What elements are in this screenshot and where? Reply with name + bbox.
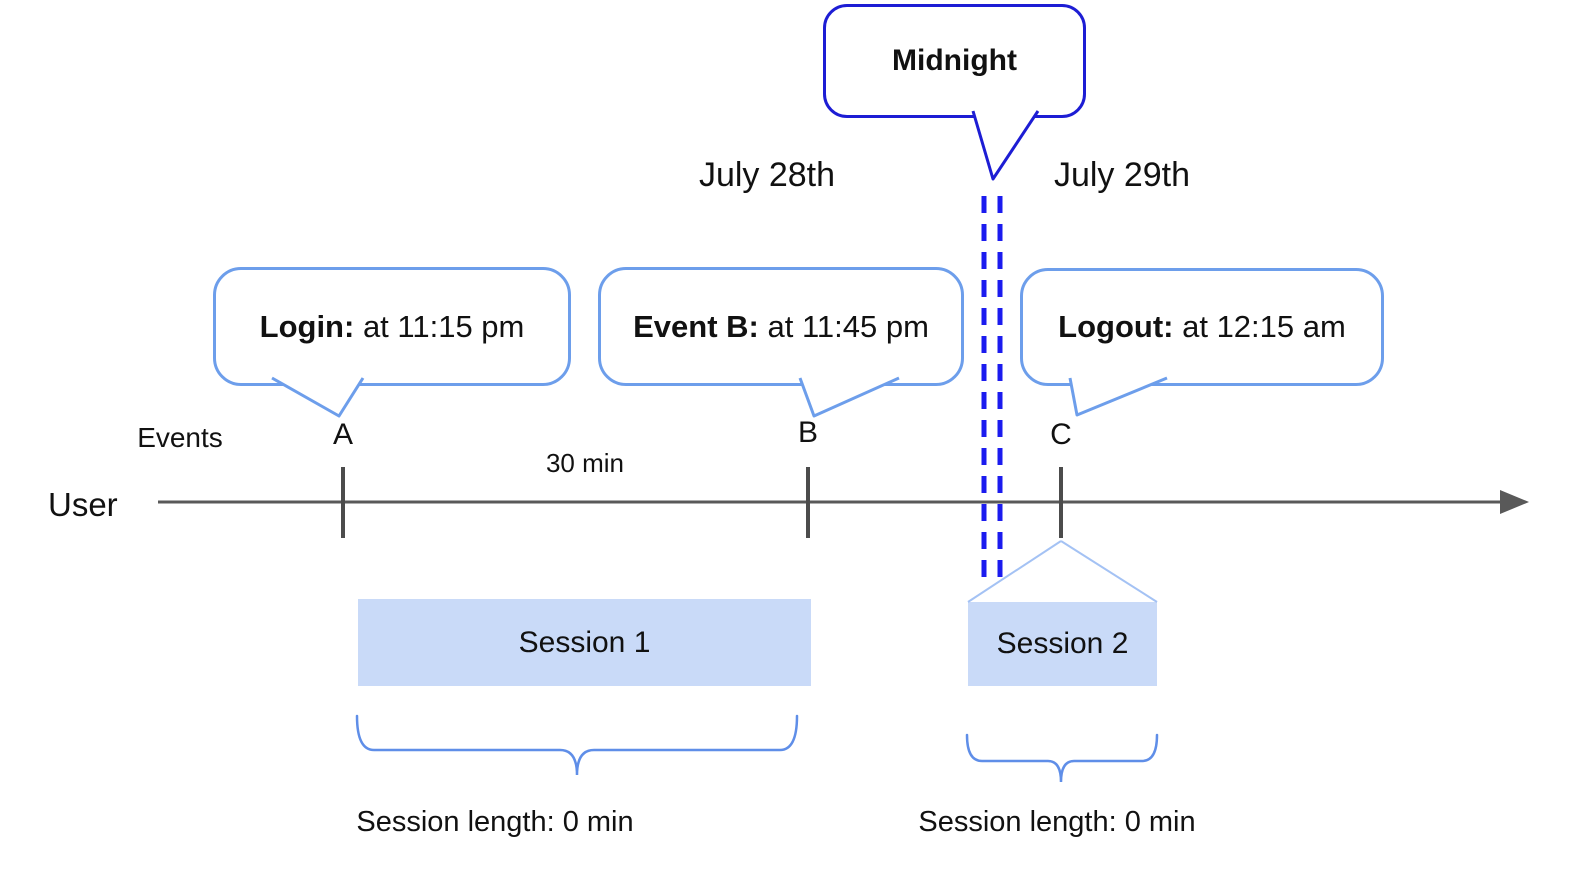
- login-callout: Login: at 11:15 pm: [213, 267, 571, 386]
- session-1-label: Session 1: [518, 625, 651, 659]
- logout-callout-title: Logout:: [1058, 309, 1174, 344]
- midnight-callout-label: Midnight: [892, 44, 1017, 77]
- event-b-callout-detail: at 11:45 pm: [758, 308, 929, 344]
- event-marker-b: B: [797, 416, 818, 449]
- logout-callout: Logout: at 12:15 am: [1020, 268, 1384, 386]
- event-marker-c: C: [1050, 418, 1072, 451]
- session-1-box: Session 1: [358, 599, 811, 686]
- session-2-connector-left: [967, 540, 1062, 603]
- user-axis-label: User: [48, 486, 118, 523]
- session-1-length-label: Session length: 0 min: [356, 806, 634, 838]
- timeline-arrowhead-icon: [1500, 490, 1529, 514]
- event-b-callout-title: Event B:: [633, 308, 759, 344]
- event-marker-a: A: [332, 418, 353, 451]
- midnight-callout: Midnight: [823, 4, 1086, 118]
- session-1-brace: [355, 714, 799, 776]
- logout-callout-detail: at 12:15 am: [1173, 309, 1346, 344]
- login-callout-title: Login:: [259, 308, 355, 344]
- login-callout-detail: at 11:15 pm: [354, 308, 525, 344]
- date-label-july-29: July 29th: [1053, 156, 1191, 194]
- session-2-box: Session 2: [968, 602, 1157, 686]
- session-2-length-label: Session length: 0 min: [918, 806, 1196, 838]
- session-2-label: Session 2: [996, 627, 1129, 660]
- event-b-callout: Event B: at 11:45 pm: [598, 267, 964, 386]
- interval-label-30min: 30 min: [545, 448, 625, 478]
- session-2-brace: [965, 733, 1159, 783]
- events-row-label: Events: [137, 422, 223, 453]
- date-label-july-28: July 28th: [698, 156, 836, 194]
- session-2-connector-right: [1060, 540, 1158, 603]
